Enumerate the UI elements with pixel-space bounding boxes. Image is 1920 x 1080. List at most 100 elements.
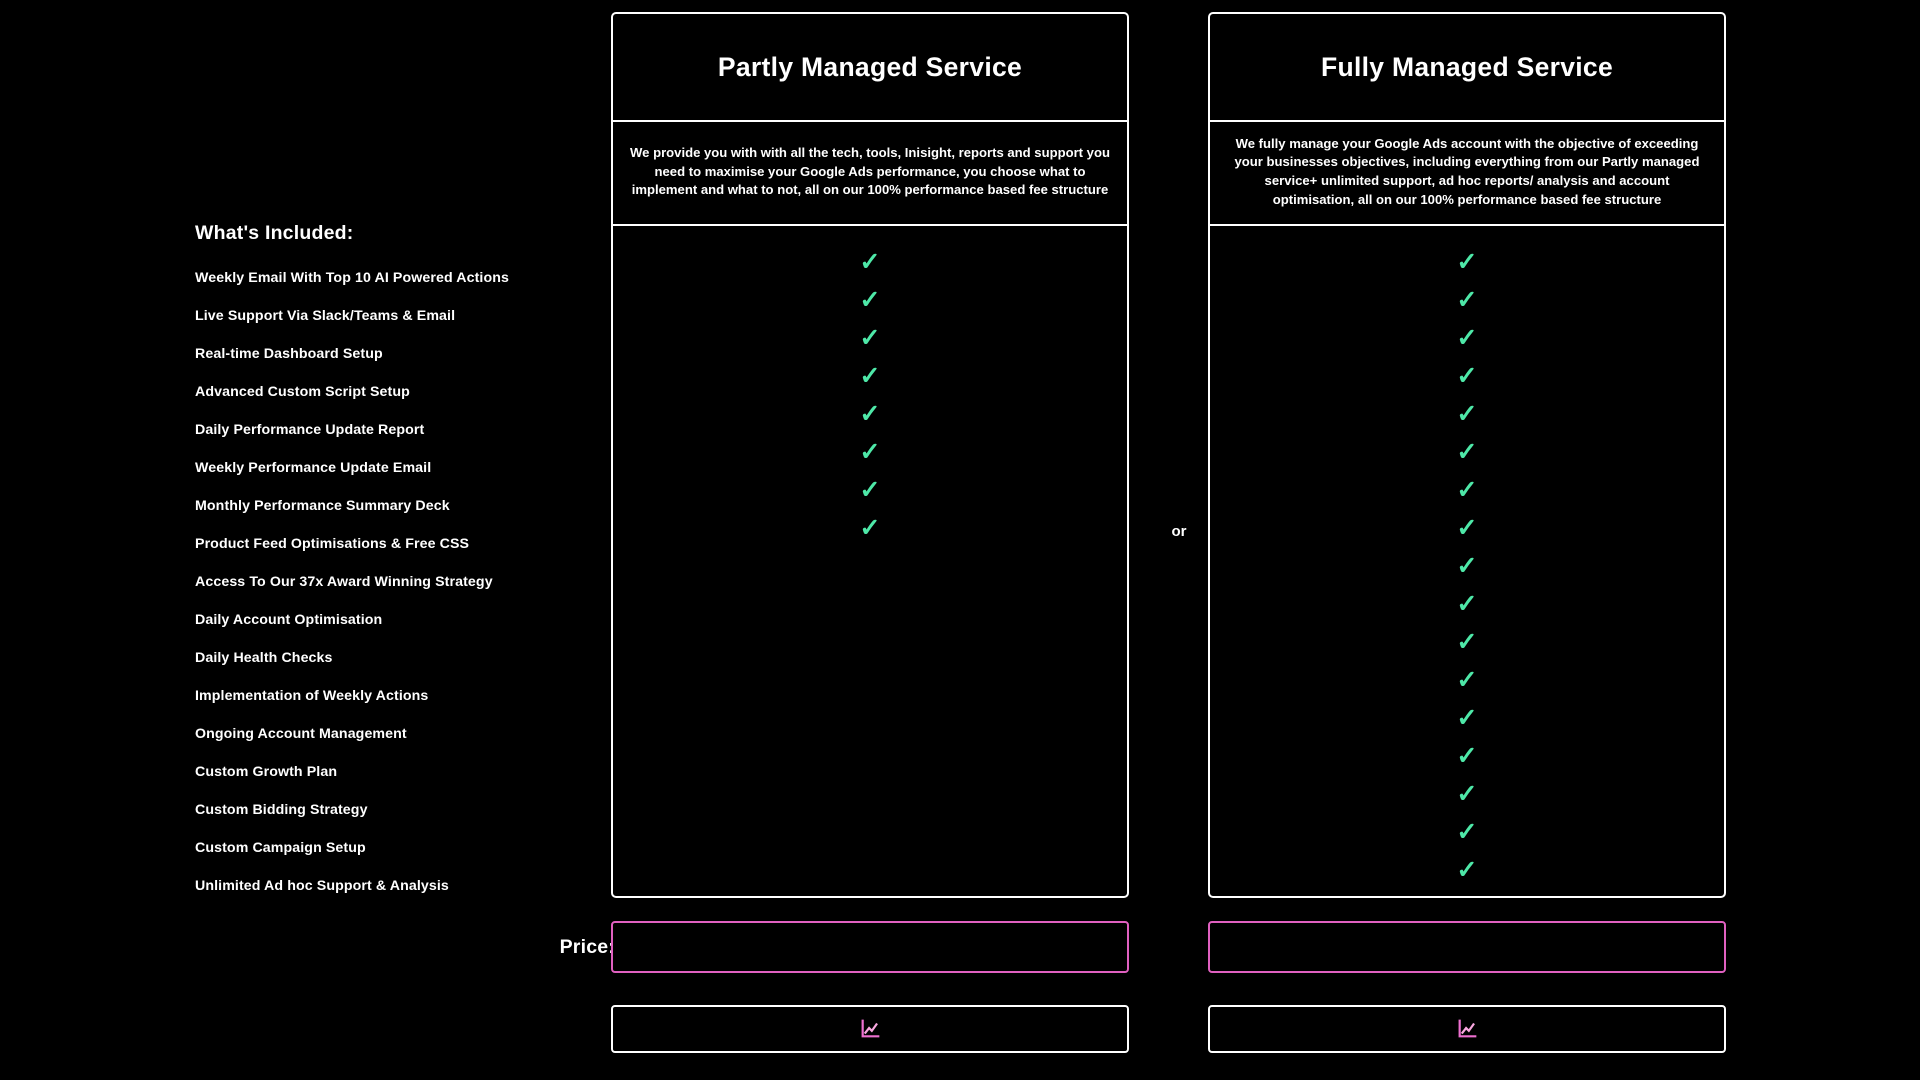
price-label: Price: xyxy=(559,936,615,958)
feature-row: Daily Health Checks xyxy=(195,650,333,666)
features-column: What's Included: Weekly Email With Top 1… xyxy=(195,222,615,905)
check-row xyxy=(613,699,1127,737)
cta-button-fully[interactable] xyxy=(1208,1005,1726,1053)
check-icon: ✓ xyxy=(1456,817,1478,846)
check-row: ✓ xyxy=(613,281,1127,319)
check-icon: ✓ xyxy=(859,475,881,504)
plan-description-text-partly: We provide you with with all the tech, t… xyxy=(630,145,1110,198)
feature-row: Daily Account Optimisation xyxy=(195,612,383,628)
plan-description-text-fully: We fully manage your Google Ads account … xyxy=(1234,135,1700,207)
feature-row: Weekly Performance Update Email xyxy=(195,460,432,476)
plan-column-fully: Fully Managed Service We fully manage yo… xyxy=(1208,12,1726,898)
feature-row: Weekly Email With Top 10 AI Powered Acti… xyxy=(195,270,509,286)
check-row: ✓ xyxy=(613,243,1127,281)
features-heading: What's Included: xyxy=(195,222,354,244)
plan-description-partly: We provide you with with all the tech, t… xyxy=(613,122,1127,226)
check-icon: ✓ xyxy=(1456,285,1478,314)
check-row xyxy=(613,813,1127,851)
feature-row: Advanced Custom Script Setup xyxy=(195,384,410,400)
check-icon: ✓ xyxy=(859,399,881,428)
check-row: ✓ xyxy=(1210,509,1724,547)
check-row: ✓ xyxy=(1210,699,1724,737)
feature-row: Access To Our 37x Award Winning Strategy xyxy=(195,574,493,590)
check-row: ✓ xyxy=(1210,775,1724,813)
price-value-fully xyxy=(1210,923,1724,971)
plan-checklist-partly: ✓ ✓ ✓ ✓ ✓ ✓ ✓ ✓ xyxy=(613,226,1127,896)
check-row: ✓ xyxy=(1210,547,1724,585)
check-row: ✓ xyxy=(613,509,1127,547)
cta-button-partly[interactable] xyxy=(611,1005,1129,1053)
check-icon: ✓ xyxy=(1456,855,1478,884)
check-icon: ✓ xyxy=(1456,703,1478,732)
check-icon: ✓ xyxy=(859,361,881,390)
check-row: ✓ xyxy=(1210,433,1724,471)
plan-title-fully: Fully Managed Service xyxy=(1320,51,1614,82)
plan-title-partly: Partly Managed Service xyxy=(717,51,1023,82)
check-icon: ✓ xyxy=(1456,323,1478,352)
check-icon: ✓ xyxy=(859,247,881,276)
check-row xyxy=(613,547,1127,585)
feature-row: Real-time Dashboard Setup xyxy=(195,346,383,362)
check-row: ✓ xyxy=(1210,395,1724,433)
check-row: ✓ xyxy=(613,357,1127,395)
check-icon: ✓ xyxy=(1456,399,1478,428)
check-icon: ✓ xyxy=(1456,361,1478,390)
check-row xyxy=(613,585,1127,623)
check-row xyxy=(613,623,1127,661)
price-box-partly[interactable] xyxy=(611,921,1129,973)
check-row: ✓ xyxy=(1210,281,1724,319)
feature-row: Unlimited Ad hoc Support & Analysis xyxy=(195,878,449,894)
line-chart-icon xyxy=(1456,1018,1478,1040)
check-icon: ✓ xyxy=(1456,247,1478,276)
feature-row: Live Support Via Slack/Teams & Email xyxy=(195,308,456,324)
check-icon: ✓ xyxy=(859,285,881,314)
feature-list: Weekly Email With Top 10 AI Powered Acti… xyxy=(195,259,615,905)
check-row: ✓ xyxy=(1210,623,1724,661)
check-row xyxy=(613,737,1127,775)
check-row xyxy=(613,661,1127,699)
check-row: ✓ xyxy=(1210,813,1724,851)
feature-row: Implementation of Weekly Actions xyxy=(195,688,429,704)
feature-row: Monthly Performance Summary Deck xyxy=(195,498,450,514)
feature-row: Ongoing Account Management xyxy=(195,726,407,742)
check-icon: ✓ xyxy=(859,513,881,542)
feature-row: Product Feed Optimisations & Free CSS xyxy=(195,536,470,552)
check-row: ✓ xyxy=(1210,243,1724,281)
or-separator: or xyxy=(1171,523,1187,540)
check-icon: ✓ xyxy=(1456,627,1478,656)
plan-column-partly: Partly Managed Service We provide you wi… xyxy=(611,12,1129,898)
check-icon: ✓ xyxy=(1456,551,1478,580)
feature-row: Custom Campaign Setup xyxy=(195,840,366,856)
price-box-fully[interactable] xyxy=(1208,921,1726,973)
check-row: ✓ xyxy=(613,433,1127,471)
check-row xyxy=(613,851,1127,889)
feature-row: Custom Growth Plan xyxy=(195,764,338,780)
check-icon: ✓ xyxy=(1456,513,1478,542)
check-icon: ✓ xyxy=(1456,589,1478,618)
line-chart-icon xyxy=(859,1018,881,1040)
plan-description-fully: We fully manage your Google Ads account … xyxy=(1210,122,1724,226)
check-row: ✓ xyxy=(1210,585,1724,623)
check-row xyxy=(613,775,1127,813)
check-row: ✓ xyxy=(613,395,1127,433)
check-icon: ✓ xyxy=(859,323,881,352)
plan-card-fully: Fully Managed Service We fully manage yo… xyxy=(1208,12,1726,898)
plan-header-partly: Partly Managed Service xyxy=(613,14,1127,122)
check-icon: ✓ xyxy=(1456,475,1478,504)
price-value-partly xyxy=(613,923,1127,971)
check-row: ✓ xyxy=(1210,471,1724,509)
check-row: ✓ xyxy=(613,319,1127,357)
check-row: ✓ xyxy=(1210,319,1724,357)
check-row: ✓ xyxy=(1210,737,1724,775)
check-row: ✓ xyxy=(1210,357,1724,395)
check-icon: ✓ xyxy=(859,437,881,466)
plan-card-partly: Partly Managed Service We provide you wi… xyxy=(611,12,1129,898)
check-row: ✓ xyxy=(613,471,1127,509)
feature-row: Daily Performance Update Report xyxy=(195,422,425,438)
check-icon: ✓ xyxy=(1456,779,1478,808)
check-row: ✓ xyxy=(1210,661,1724,699)
check-icon: ✓ xyxy=(1456,665,1478,694)
plan-checklist-fully: ✓ ✓ ✓ ✓ ✓ ✓ ✓ ✓ ✓ ✓ ✓ ✓ ✓ ✓ ✓ ✓ ✓ xyxy=(1210,226,1724,896)
feature-row: Custom Bidding Strategy xyxy=(195,802,368,818)
